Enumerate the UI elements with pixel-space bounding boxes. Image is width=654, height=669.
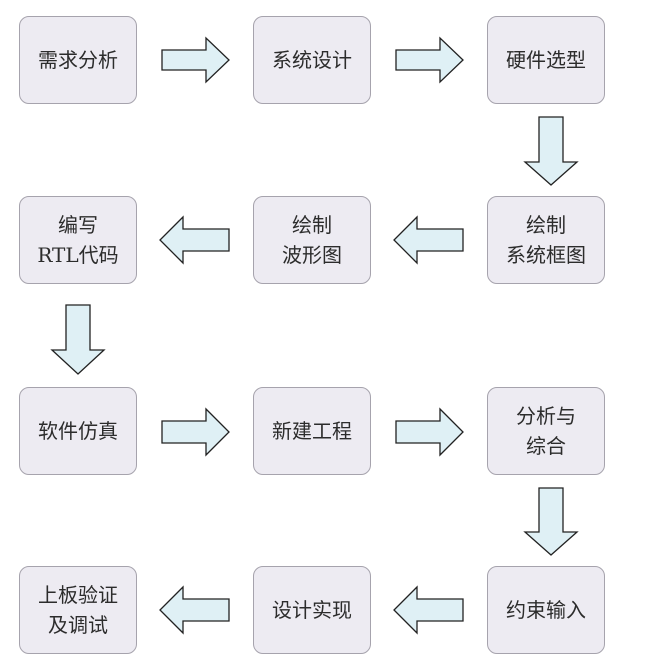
arrow-down-hardware-to-block-diagram <box>523 116 579 186</box>
step-label-line-2: 系统框图 <box>506 243 586 267</box>
step-hardware-selection: 硬件选型 <box>487 16 605 104</box>
step-label-line-1: 分析与 <box>516 404 576 428</box>
step-label-line-2: 综合 <box>526 434 566 458</box>
step-label-line-1: 编写 <box>58 213 98 237</box>
step-label-line-1: 绘制 <box>526 213 566 237</box>
step-label-line-2: 波形图 <box>282 243 342 267</box>
step-constraint-input: 约束输入 <box>487 566 605 654</box>
step-analysis-synthesis: 分析与 综合 <box>487 387 605 475</box>
step-draw-system-block-diagram: 绘制 系统框图 <box>487 196 605 284</box>
step-system-design: 系统设计 <box>253 16 371 104</box>
step-new-project: 新建工程 <box>253 387 371 475</box>
step-label-line-1: 绘制 <box>292 213 332 237</box>
step-draw-waveform: 绘制 波形图 <box>253 196 371 284</box>
step-label-line-2: RTL代码 <box>37 243 119 267</box>
arrow-left-implementation-to-board-verification <box>159 585 230 635</box>
arrow-right-simulation-to-new-project <box>161 407 230 457</box>
arrow-right-requirements-to-system-design <box>161 36 230 84</box>
step-label-line-2: 及调试 <box>48 613 108 637</box>
step-label: 硬件选型 <box>506 48 586 72</box>
step-label: 需求分析 <box>38 48 118 72</box>
step-software-simulation: 软件仿真 <box>19 387 137 475</box>
arrow-right-system-design-to-hardware <box>395 36 464 84</box>
step-label: 设计实现 <box>272 598 352 622</box>
step-label: 软件仿真 <box>38 419 118 443</box>
arrow-left-waveform-to-rtl <box>159 215 230 265</box>
step-board-verification-debug: 上板验证 及调试 <box>19 566 137 654</box>
arrow-right-new-project-to-synthesis <box>395 407 464 457</box>
step-label: 新建工程 <box>272 419 352 443</box>
arrow-left-constraint-to-implementation <box>393 585 464 635</box>
step-label: 约束输入 <box>506 598 586 622</box>
arrow-left-block-diagram-to-waveform <box>393 215 464 265</box>
step-requirements-analysis: 需求分析 <box>19 16 137 104</box>
arrow-down-synthesis-to-constraint <box>523 487 579 556</box>
arrow-down-rtl-to-simulation <box>50 304 106 375</box>
step-label-line-1: 上板验证 <box>38 583 118 607</box>
step-write-rtl-code: 编写 RTL代码 <box>19 196 137 284</box>
step-label: 系统设计 <box>272 48 352 72</box>
step-design-implementation: 设计实现 <box>253 566 371 654</box>
